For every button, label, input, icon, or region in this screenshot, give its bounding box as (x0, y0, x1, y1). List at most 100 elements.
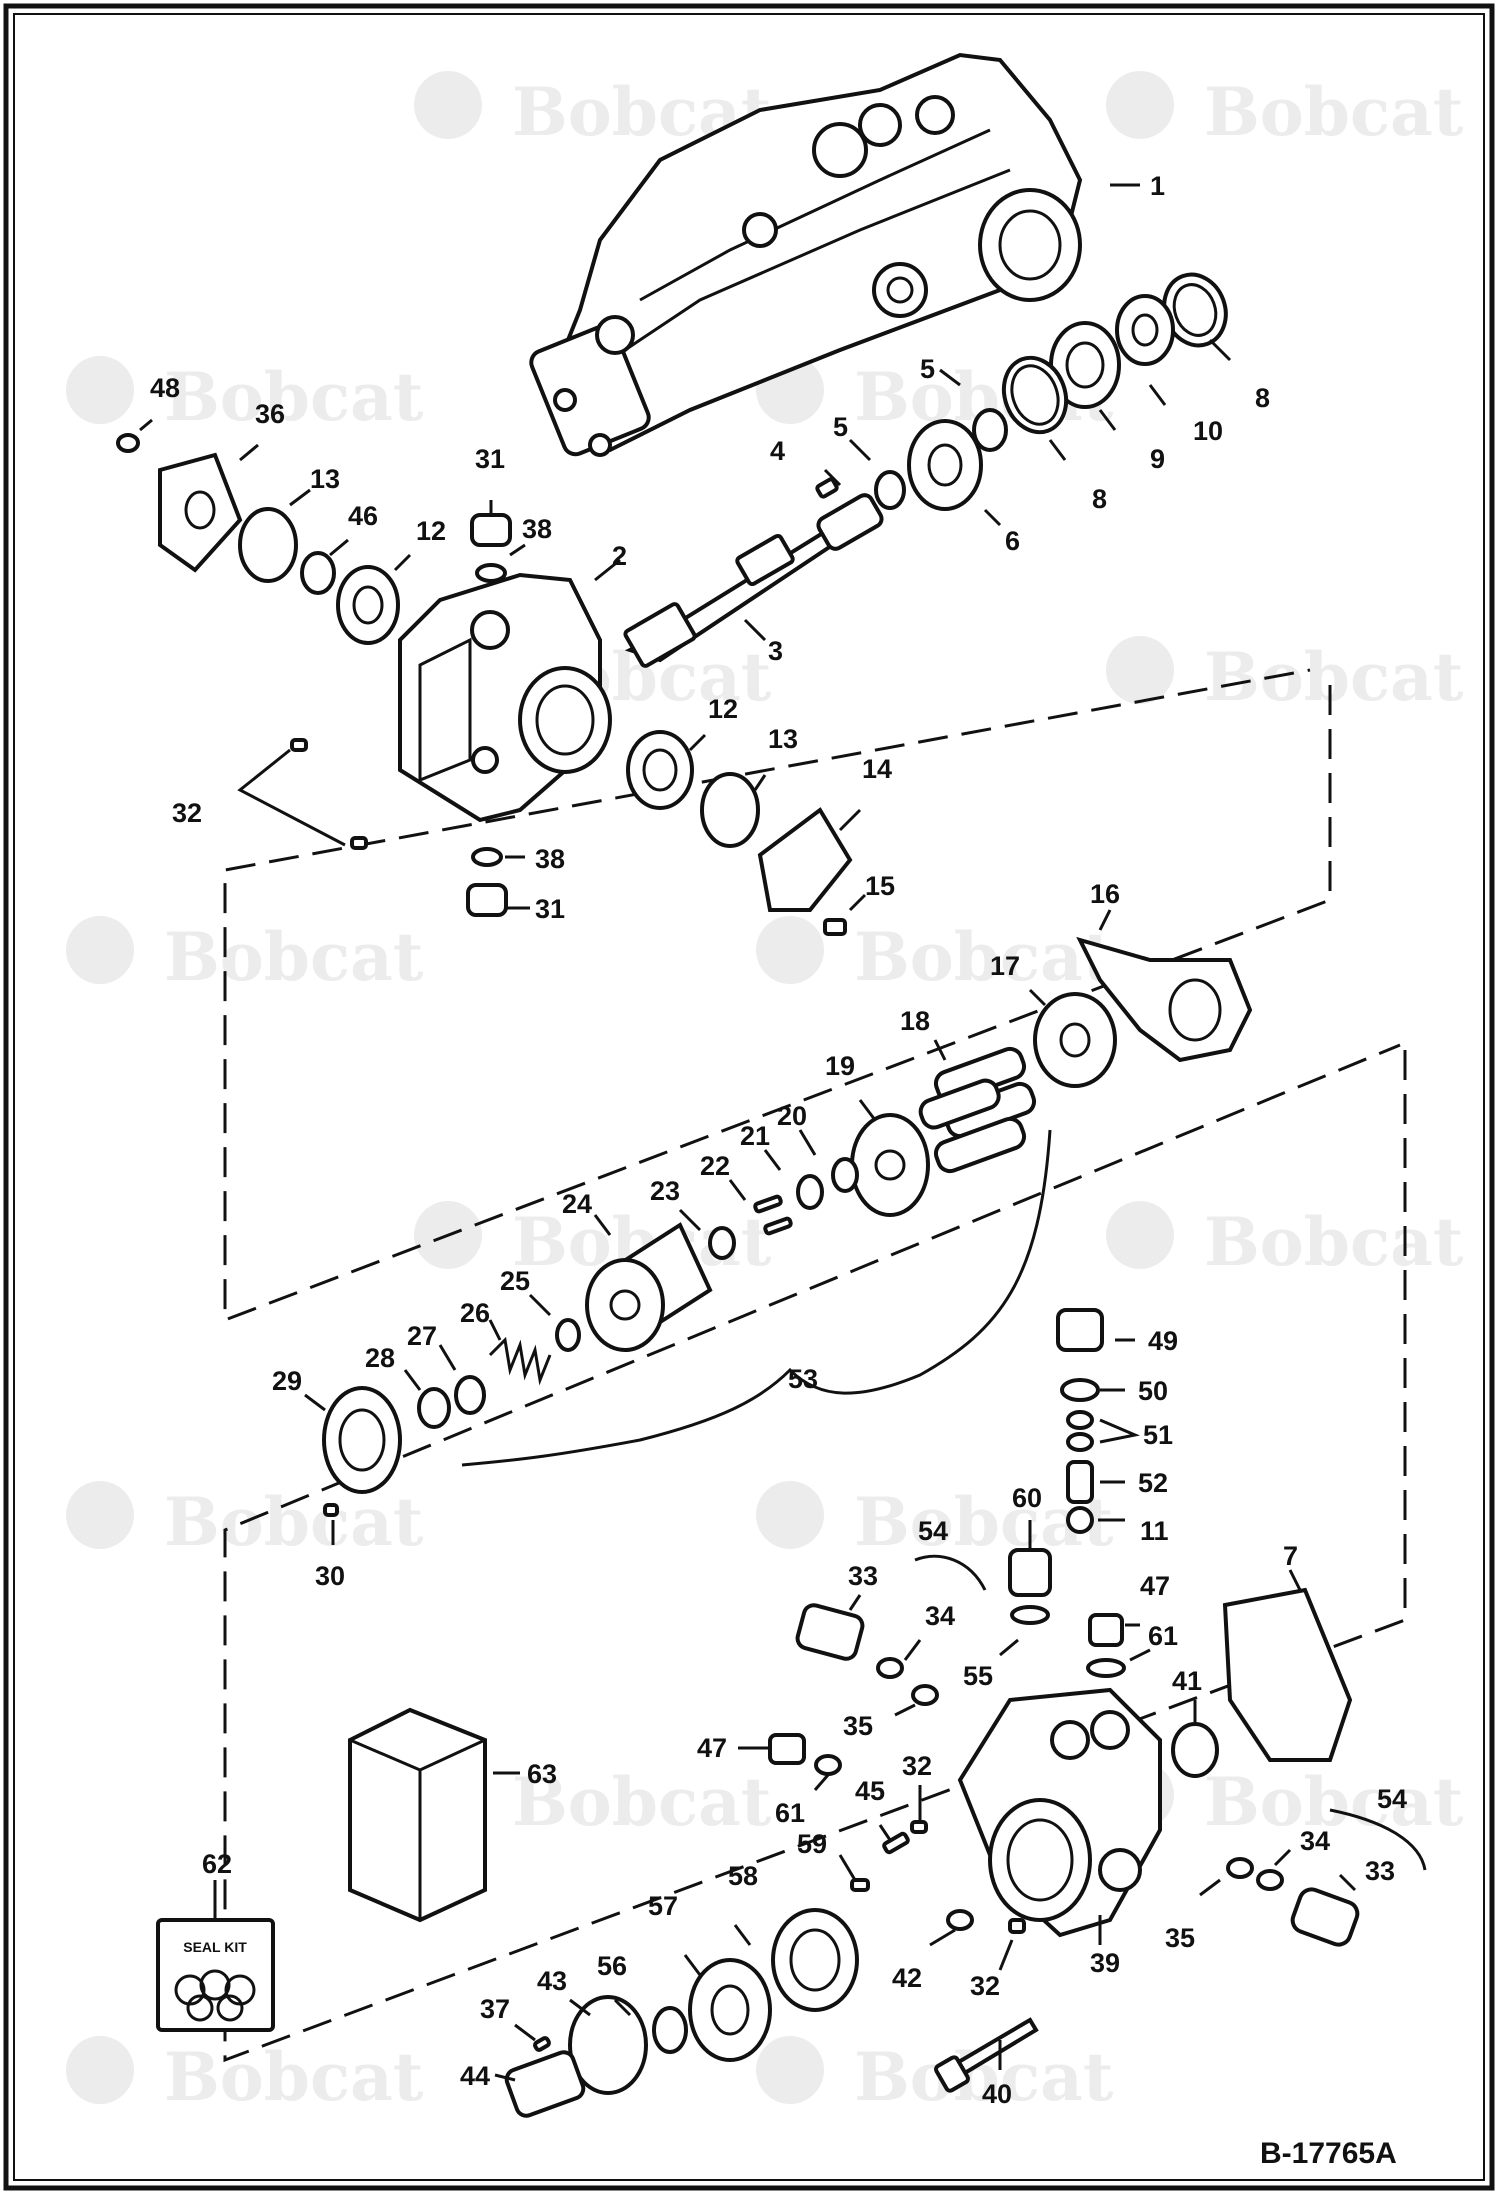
drawing-number: B-17765A (1260, 2137, 1397, 2170)
callout-11: 11 (1140, 1516, 1169, 1546)
upper-shaft-parts (815, 272, 1228, 511)
callout-45: 45 (855, 1776, 885, 1806)
callout-6: 6 (1005, 526, 1020, 556)
callout-13a: 13 (310, 464, 340, 494)
callout-26: 26 (460, 1298, 490, 1328)
watermark: Bobcat (512, 1763, 772, 1841)
callout-57: 57 (648, 1891, 678, 1921)
callout-32c: 32 (970, 1971, 1000, 2001)
callout-8a: 8 (1255, 383, 1270, 413)
callout-34b: 34 (1300, 1826, 1330, 1856)
callout-54b: 54 (1377, 1784, 1407, 1814)
watermark-logo-icon (1106, 636, 1174, 704)
callout-14: 14 (862, 754, 892, 784)
callout-50: 50 (1138, 1376, 1168, 1406)
callout-4: 4 (770, 436, 785, 466)
callout-63: 63 (527, 1759, 557, 1789)
callout-61a: 61 (1148, 1621, 1178, 1651)
watermark-logo-icon (66, 356, 134, 424)
leader-lines (139, 183, 1427, 2082)
watermark-logo-icon (756, 916, 824, 984)
callout-5a: 5 (920, 354, 935, 384)
callout-60: 60 (1012, 1483, 1042, 1513)
diagram-frame-inner (13, 13, 1485, 2181)
watermark-logo-icon (414, 71, 482, 139)
callout-55: 55 (963, 1661, 993, 1691)
callout-8b: 8 (1092, 484, 1107, 514)
callout-47b: 47 (697, 1733, 727, 1763)
callout-5b: 5 (833, 412, 848, 442)
watermark: Bobcat (1204, 73, 1464, 151)
rotating-group (322, 936, 1253, 1517)
callout-36: 36 (255, 399, 285, 429)
callout-25: 25 (500, 1266, 530, 1296)
callout-43: 43 (537, 1966, 567, 1996)
callout-47a: 47 (1140, 1571, 1170, 1601)
watermark-logo-icon (1106, 1201, 1174, 1269)
callout-35b: 35 (1165, 1923, 1195, 1953)
seal-kit-label: SEAL KIT (183, 1939, 247, 1955)
callout-13b: 13 (768, 724, 798, 754)
callout-7: 7 (1283, 1541, 1298, 1571)
diagram-frame (3, 3, 1495, 2191)
callout-41: 41 (1172, 1666, 1202, 1696)
callout-31a: 31 (475, 444, 505, 474)
callout-33b: 33 (1365, 1856, 1395, 1886)
callout-9: 9 (1150, 444, 1165, 474)
callout-31b: 31 (535, 894, 565, 924)
callout-33a: 33 (848, 1561, 878, 1591)
callout-38a: 38 (522, 514, 552, 544)
callout-27: 27 (407, 1321, 437, 1351)
callout-54a: 54 (918, 1516, 948, 1546)
callout-labels: 1 2 3 4 5 5 6 7 8 8 9 10 11 12 12 13 13 … (150, 171, 1407, 2109)
callout-32a: 32 (172, 798, 202, 828)
callout-16: 16 (1090, 879, 1120, 909)
callout-34a: 34 (925, 1601, 955, 1631)
right-housing-parts (626, 730, 853, 936)
callout-61b: 61 (775, 1798, 805, 1828)
callout-18: 18 (900, 1006, 930, 1036)
callout-40: 40 (982, 2079, 1012, 2109)
callout-51: 51 (1143, 1420, 1173, 1450)
piston-cluster (918, 1046, 1037, 1174)
callout-49: 49 (1148, 1326, 1178, 1356)
pump-assembly (529, 52, 1083, 457)
callout-30: 30 (315, 1561, 345, 1591)
relief-valve-stack (1008, 1308, 1353, 1778)
callout-12b: 12 (708, 694, 738, 724)
callout-35a: 35 (843, 1711, 873, 1741)
callout-19: 19 (825, 1051, 855, 1081)
callout-24: 24 (562, 1189, 592, 1219)
assembly-dashed-lines (223, 668, 1407, 2063)
callout-48: 48 (150, 373, 180, 403)
watermark: Bobcat (1204, 1203, 1464, 1281)
seal-kit: SEAL KIT (156, 1918, 275, 2032)
callout-42: 42 (892, 1963, 922, 1993)
callout-53: 53 (788, 1364, 818, 1394)
callout-52: 52 (1138, 1468, 1168, 1498)
callout-21: 21 (740, 1121, 770, 1151)
callout-37: 37 (480, 1994, 510, 2024)
pump-housing (398, 572, 612, 823)
watermark: Bobcat (164, 358, 424, 436)
watermark-logo-icon (756, 1481, 824, 1549)
callout-28: 28 (365, 1343, 395, 1373)
callout-58: 58 (728, 1861, 758, 1891)
callout-32b: 32 (902, 1751, 932, 1781)
callout-22: 22 (700, 1151, 730, 1181)
watermark-logo-icon (66, 1481, 134, 1549)
callout-10: 10 (1193, 416, 1223, 446)
watermark-logo-icon (66, 2036, 134, 2104)
callout-44: 44 (460, 2061, 490, 2091)
callout-23: 23 (650, 1176, 680, 1206)
callout-3: 3 (768, 636, 783, 666)
watermark: Bobcat (164, 918, 424, 996)
charge-pump-body (504, 1603, 1360, 2118)
callout-2: 2 (612, 541, 627, 571)
callout-46: 46 (348, 501, 378, 531)
callout-59: 59 (797, 1829, 827, 1859)
watermark: Bobcat (1204, 638, 1464, 716)
watermark: Bobcat (164, 2038, 424, 2116)
parts-box (348, 1707, 487, 1923)
